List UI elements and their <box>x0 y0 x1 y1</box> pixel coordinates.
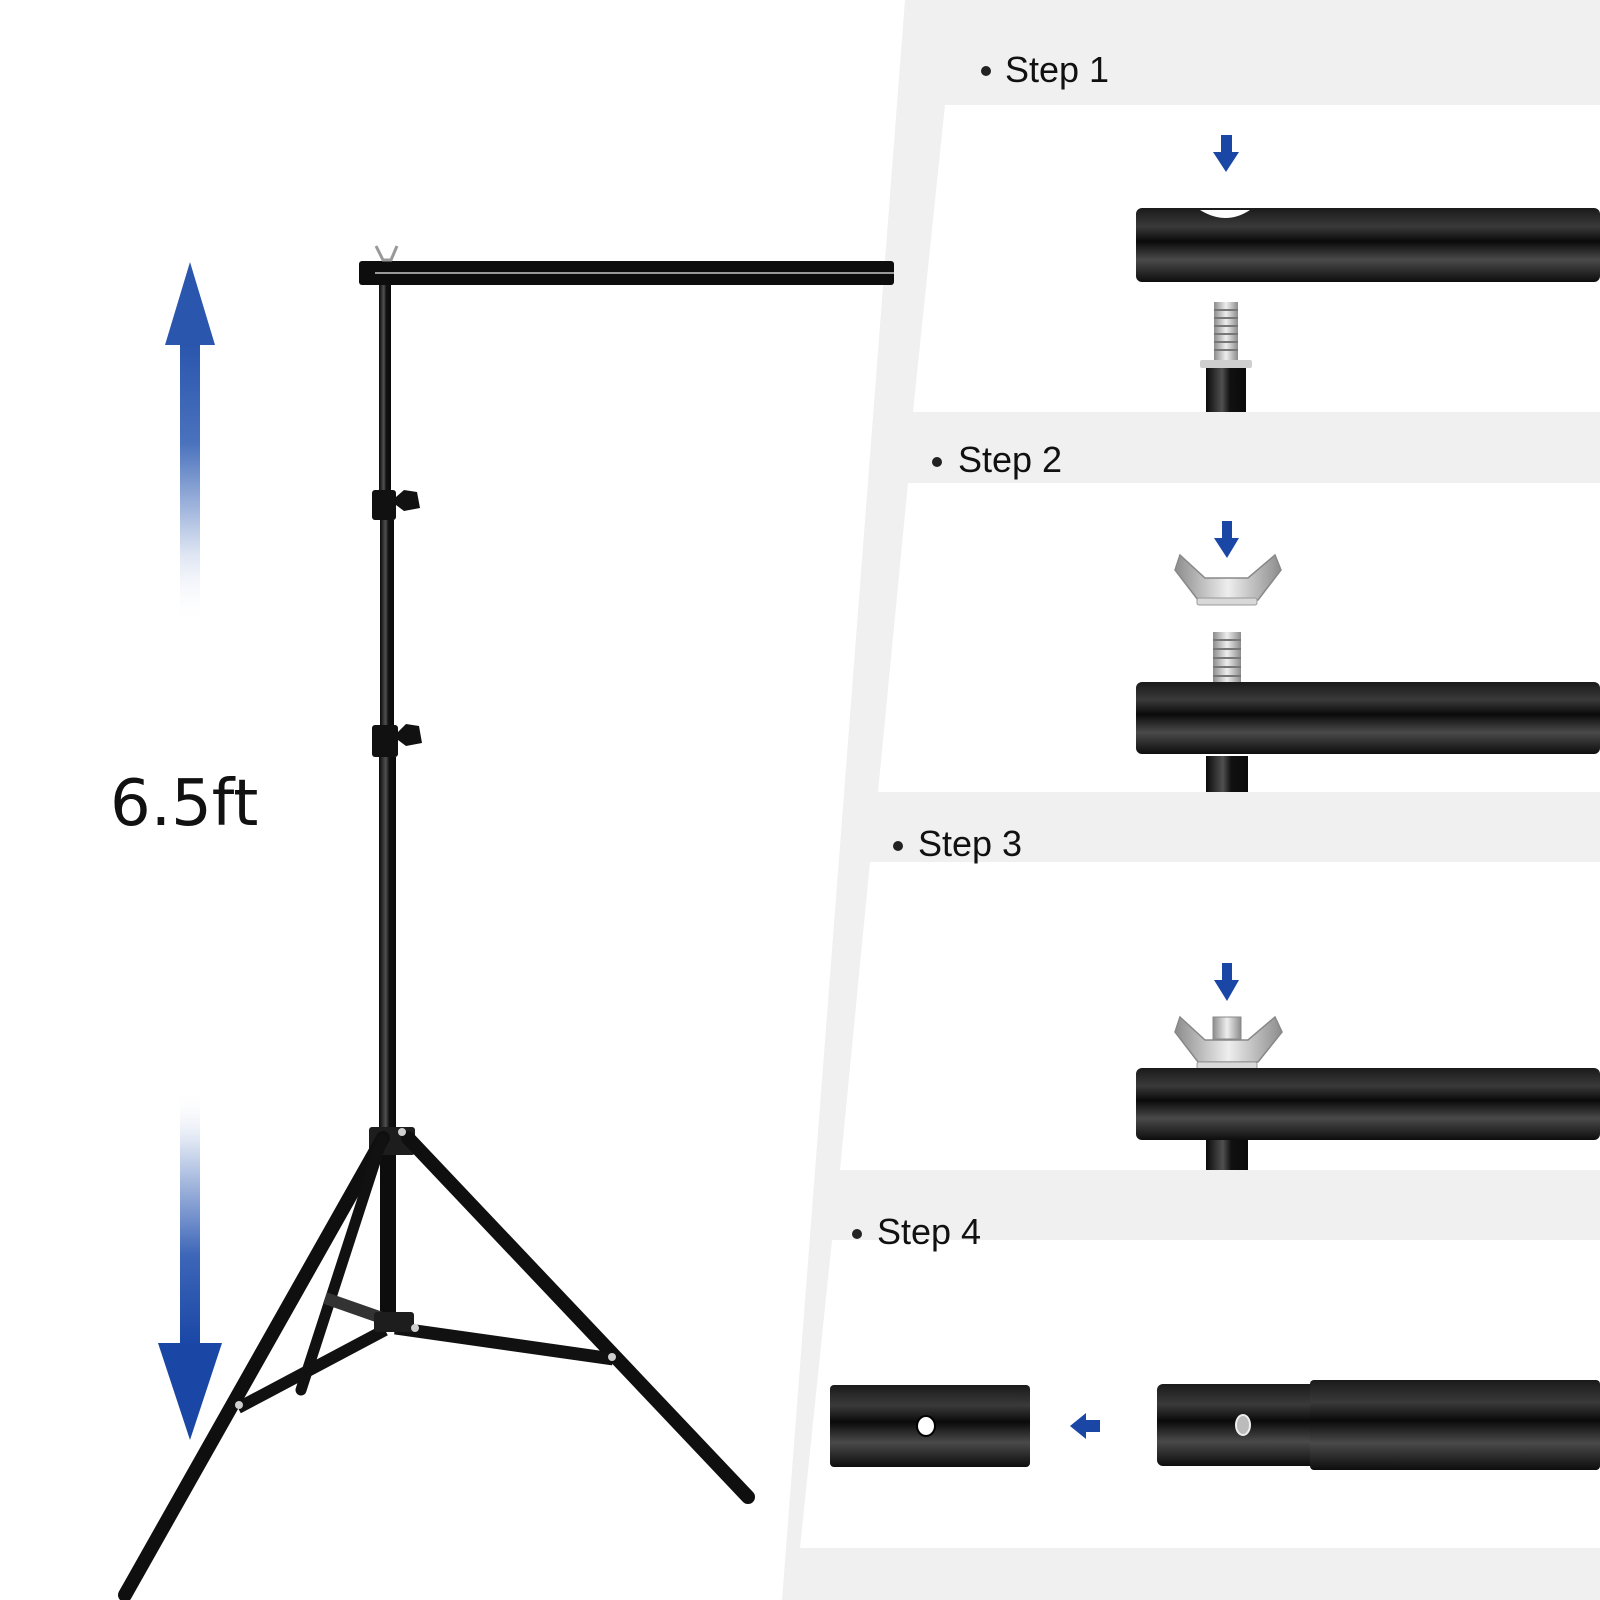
bullet-icon <box>893 841 903 851</box>
arrow-down-icon <box>1214 963 1239 1001</box>
step-3-heading: Step 3 <box>893 823 1022 864</box>
height-label: 6.5ft <box>110 767 258 841</box>
step-4-heading: Step 4 <box>852 1211 981 1252</box>
wing-nut-icon <box>1174 553 1282 606</box>
step-1-heading: Step 1 <box>981 49 1109 90</box>
crossbar-hole <box>1200 210 1250 218</box>
crossbar-tube <box>1136 1068 1600 1140</box>
step-4-label: Step 4 <box>877 1211 981 1252</box>
stand-pole <box>379 285 391 495</box>
arrow-down-icon <box>158 1090 222 1440</box>
wing-nut-icon <box>374 245 399 262</box>
tripod-leg-left <box>118 1131 390 1600</box>
step-3-illustration <box>1136 963 1600 1170</box>
step-2-label: Step 2 <box>958 439 1062 480</box>
lower-hub <box>374 1312 414 1332</box>
step-2-heading: Step 2 <box>932 439 1062 480</box>
tripod-leg-back <box>295 1134 388 1396</box>
crossbar-outer-tube <box>1310 1380 1600 1470</box>
push-button <box>1235 1414 1251 1436</box>
bullet-icon <box>932 457 942 467</box>
lock-knob-icon <box>398 724 422 746</box>
lock-knob-icon <box>396 490 420 511</box>
crossbar-tube <box>1136 682 1600 754</box>
arrow-left-icon <box>1070 1413 1100 1439</box>
step-1-label: Step 1 <box>1005 49 1109 90</box>
backdrop-stand <box>118 245 894 1600</box>
bullet-icon <box>852 1229 862 1239</box>
arrow-up-icon <box>165 262 215 625</box>
wing-nut-icon <box>1174 1015 1283 1070</box>
stand-top-tube <box>1206 1140 1248 1170</box>
step-2-illustration <box>1136 521 1600 792</box>
arrow-down-icon <box>1213 135 1239 172</box>
stand-top-tube <box>1206 368 1246 412</box>
sleeve-hole <box>916 1415 936 1437</box>
stand-top-tube <box>1206 756 1248 792</box>
step-3-label: Step 3 <box>918 823 1022 864</box>
arrow-down-icon <box>1214 521 1239 558</box>
washer <box>1200 360 1252 368</box>
tripod-brace-back <box>323 1292 384 1324</box>
tripod-brace-left <box>235 1324 388 1414</box>
bullet-icon <box>981 66 991 76</box>
tripod-brace-right <box>394 1321 614 1366</box>
tripod-leg-right <box>401 1131 755 1504</box>
step-4-illustration <box>830 1380 1600 1470</box>
step-1-illustration <box>1136 135 1600 412</box>
crossbar-tube <box>1136 208 1600 282</box>
height-indicator: 6.5ft <box>110 262 258 1440</box>
